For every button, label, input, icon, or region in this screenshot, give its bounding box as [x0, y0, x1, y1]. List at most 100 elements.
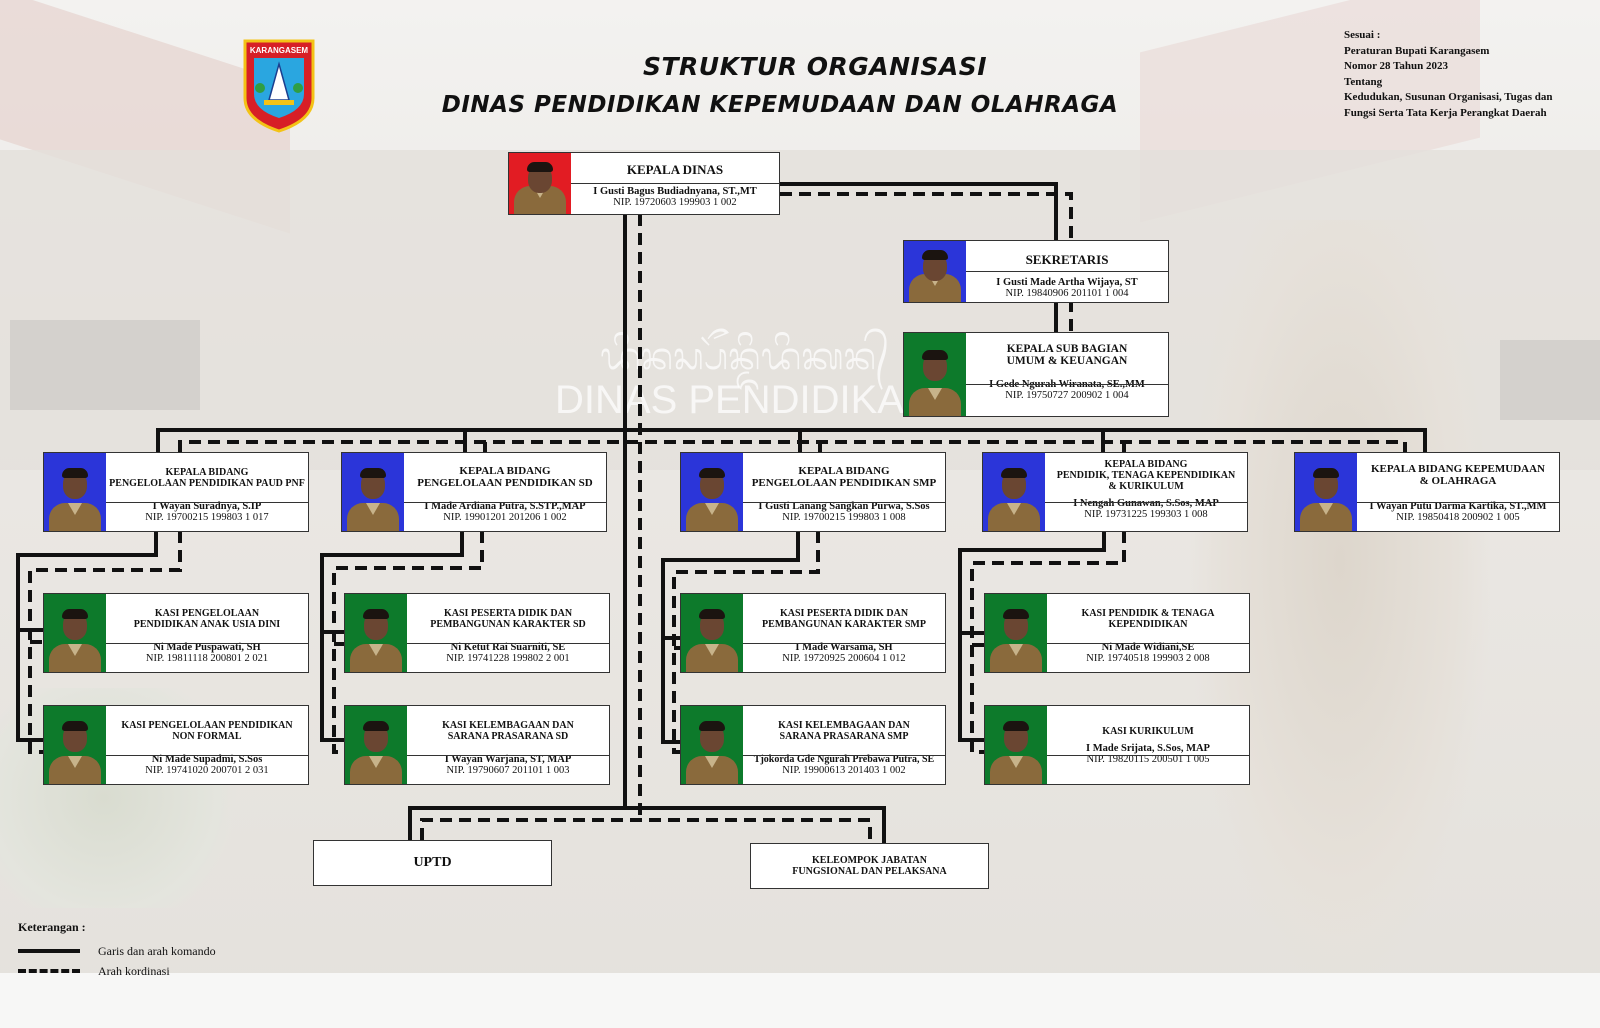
kepala-bidang-photo — [983, 453, 1045, 531]
kepala-bidang-photo — [342, 453, 404, 531]
official-nip: NIP. 19731225 199303 1 008 — [1084, 509, 1208, 520]
legend-dashed-label: Arah kordinasi — [98, 963, 170, 978]
position-title-line-1: KASI PENGELOLAAN — [154, 608, 260, 619]
official-nip: NIP. 19840906 201101 1 004 — [1005, 288, 1129, 299]
official-name: I Gusti Bagus Budiadnyana, ST.,MT — [593, 186, 757, 197]
position-title-line-1: KEPALA SUB BAGIAN — [1006, 343, 1128, 355]
position-title-line-1: KASI PENDIDIK & TENAGA — [1081, 608, 1215, 619]
kepala-subbag-card: KEPALA SUB BAGIAN UMUM & KEUANGAN I Gede… — [903, 332, 1169, 417]
official-name: I Wayan Warjana, ST, MAP — [444, 754, 572, 765]
position-title-line-1: KASI PESERTA DIDIK DAN — [779, 608, 909, 619]
official-nip: NIP. 19750727 200902 1 004 — [1005, 390, 1129, 401]
title-line-1: STRUKTUR ORGANISASI — [642, 52, 988, 81]
command-lines — [16, 182, 1427, 843]
official-name: I Gusti Lanang Sangkan Purwa, S.Sos — [758, 501, 930, 512]
official-nip: NIP. 19790607 201101 1 003 — [446, 765, 570, 776]
legend-solid-label: Garis dan arah komando — [98, 943, 216, 958]
kelompok-jabatan-box: KELEOMPOK JABATAN FUNGSIONAL DAN PELAKSA… — [750, 843, 989, 889]
position-title: KEPALA DINAS — [626, 162, 724, 177]
reference-line: Fungsi Serta Tata Kerja Perangkat Daerah — [1344, 106, 1547, 119]
kasi-photo — [44, 706, 106, 784]
official-name: I Gusti Made Artha Wijaya, ST — [996, 277, 1138, 288]
position-title-line-1: KASI KURIKULUM — [1102, 726, 1194, 737]
official-name: Ni Ketut Rai Suarniti, SE — [450, 642, 566, 653]
official-nip: NIP. 19720925 200604 1 012 — [782, 653, 906, 664]
logo-text: KARANGASEM — [250, 46, 309, 55]
kasi-photo — [345, 594, 407, 672]
reference-line: Tentang — [1344, 75, 1383, 88]
kasi-photo — [44, 594, 106, 672]
position-title-line-2: NON FORMAL — [172, 731, 242, 742]
kasi-card: KASI KELEMBAGAAN DAN SARANA PRASARANA SD… — [344, 705, 610, 785]
official-nip: NIP. 19850418 200902 1 005 — [1396, 512, 1520, 523]
position-title-line-2: PENGELOLAAN PENDIDIKAN PAUD PNF — [109, 478, 305, 489]
position-title-line-2: PEMBANGUNAN KARAKTER SMP — [762, 619, 926, 630]
uptd-box: UPTD — [313, 840, 552, 886]
official-name: I Made Ardiana Putra, S.STP.,MAP — [424, 501, 586, 512]
regulation-reference: Sesuai : Peraturan Bupati Karangasem Nom… — [1344, 28, 1594, 121]
kasi-card: KASI PENDIDIK & TENAGA KEPENDIDIKAN Ni M… — [984, 593, 1250, 673]
sekretaris-card: SEKRETARIS I Gusti Made Artha Wijaya, ST… — [903, 240, 1169, 303]
kepala-bidang-card: KEPALA BIDANG KEPEMUDAAN & OLAHRAGA I Wa… — [1294, 452, 1560, 532]
position-title-line-2: PENGELOLAAN PENDIDIKAN SMP — [751, 477, 937, 489]
kasi-card: KASI KELEMBAGAAN DAN SARANA PRASARANA SM… — [680, 705, 946, 785]
position-title-line-2: & OLAHRAGA — [1419, 475, 1497, 487]
position-title-line-1: KEPALA BIDANG — [798, 465, 890, 477]
position-title-line-2: SARANA PRASARANA SMP — [779, 731, 909, 742]
position-title-line-2: SARANA PRASARANA SD — [447, 731, 569, 742]
sekretaris-photo — [904, 241, 966, 302]
position-title-line-2: KEPENDIDIKAN — [1108, 619, 1188, 630]
uptd-label: UPTD — [413, 855, 452, 870]
official-nip: NIP. 19700215 199803 1 017 — [145, 512, 269, 523]
kasi-photo — [681, 706, 743, 784]
official-name: Ni Made Puspawati, SH — [153, 642, 261, 653]
official-name: Tjokorda Gde Ngurah Prebawa Putra, SE — [753, 754, 935, 765]
position-title-line-2: PENDIDIK, TENAGA KEPENDIDIKAN — [1056, 470, 1236, 481]
official-nip: NIP. 19901201 201206 1 002 — [443, 512, 567, 523]
position-title-line-1: KEPALA BIDANG — [165, 467, 249, 478]
kasi-photo — [985, 706, 1047, 784]
kepala-bidang-card: KEPALA BIDANG PENGELOLAAN PENDIDIKAN SMP… — [680, 452, 946, 532]
position-title-line-2: PEMBANGUNAN KARAKTER SD — [430, 619, 586, 630]
reference-line: Sesuai : — [1344, 29, 1381, 41]
kasi-photo — [681, 594, 743, 672]
official-nip: NIP. 19720603 199903 1 002 — [613, 197, 737, 208]
kepala-bidang-photo — [44, 453, 106, 531]
kepala-bidang-photo — [681, 453, 743, 531]
karangasem-logo-icon: KARANGASEM — [243, 39, 315, 133]
position-title-line-1: KEPALA BIDANG — [459, 465, 551, 477]
kepala-bidang-card: KEPALA BIDANG PENGELOLAAN PENDIDIKAN PAU… — [43, 452, 309, 532]
official-name: Ni Made Widiani,SE — [1101, 642, 1195, 653]
position-title-line-1: KEPALA BIDANG — [1104, 459, 1188, 470]
kasi-card: KASI KURIKULUM I Made Srijata, S.Sos, MA… — [984, 705, 1250, 785]
kasi-photo — [345, 706, 407, 784]
kepala-bidang-card: KEPALA BIDANG PENGELOLAAN PENDIDIKAN SD … — [341, 452, 607, 532]
reference-line: Kedudukan, Susunan Organisasi, Tugas dan — [1344, 91, 1553, 103]
official-name: I Made Warsama, SH — [795, 642, 893, 653]
position-title-line-2: PENDIDIKAN ANAK USIA DINI — [133, 619, 281, 630]
kepala-subbag-photo — [904, 333, 966, 416]
background-sign-text: DINAS PENDIDIKAN — [555, 378, 933, 422]
position-title-line-2: PENGELOLAAN PENDIDIKAN SD — [417, 477, 593, 489]
legend: Keterangan : Garis dan arah komando Arah… — [18, 920, 216, 981]
official-nip: NIP. 19700215 199803 1 008 — [782, 512, 906, 523]
position-title-line-1: KASI PENGELOLAAN PENDIDIKAN — [121, 720, 293, 731]
official-name: I Nengah Gunawan, S.Sos, MAP — [1073, 498, 1219, 509]
page-title: STRUKTUR ORGANISASI DINAS PENDIDIKAN KEP… — [420, 52, 1140, 122]
reference-line: Peraturan Bupati Karangasem — [1344, 44, 1490, 57]
dashed-line-swatch — [18, 969, 80, 973]
title-line-2: DINAS PENDIDIKAN KEPEMUDAAN DAN OLAHRAGA — [441, 92, 1119, 118]
position-title-line-1: KASI KELEMBAGAAN DAN — [778, 720, 910, 731]
kasi-photo — [985, 594, 1047, 672]
official-nip: NIP. 19811118 200801 2 021 — [145, 653, 269, 664]
official-nip: NIP. 19820115 200501 1 005 — [1086, 754, 1210, 765]
official-nip: NIP. 19740518 199903 2 008 — [1086, 653, 1210, 664]
kelompok-line-2: FUNGSIONAL DAN PELAKSANA — [792, 866, 947, 877]
legend-title: Keterangan : — [18, 920, 86, 934]
kelompok-line-1: KELEOMPOK JABATAN — [812, 855, 927, 866]
kasi-card: KASI PESERTA DIDIK DAN PEMBANGUNAN KARAK… — [680, 593, 946, 673]
kasi-card: KASI PENGELOLAAN PENDIDIKAN ANAK USIA DI… — [43, 593, 309, 673]
official-name: I Made Srijata, S.Sos, MAP — [1086, 743, 1210, 754]
kepala-dinas-photo — [509, 153, 571, 214]
